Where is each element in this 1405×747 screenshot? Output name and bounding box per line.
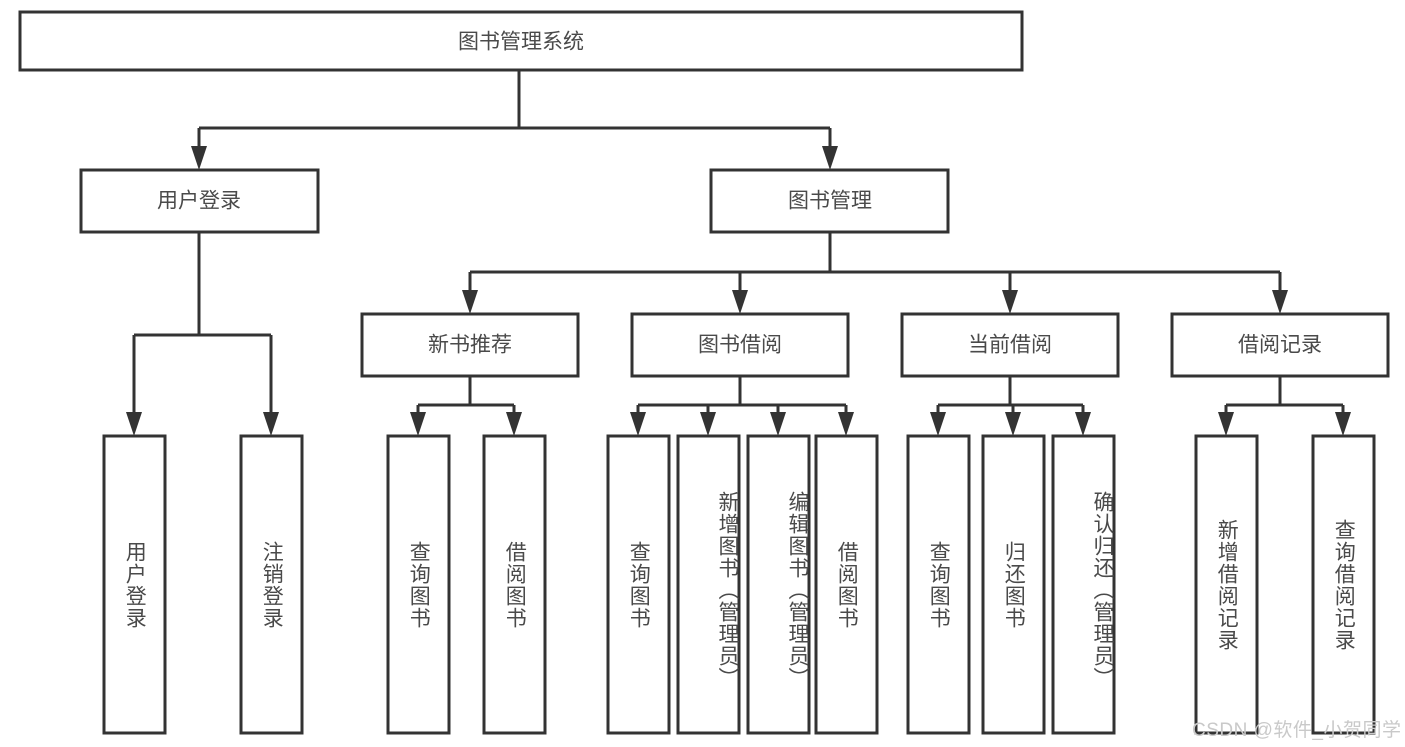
csdn-watermark: CSDN @软件_小贺同学	[1192, 720, 1402, 741]
arrow-head-leaf-edit-book	[770, 412, 786, 436]
node-book-borrow[interactable]	[630, 312, 850, 378]
connector-layer	[126, 70, 1351, 436]
node-new-book-recommend[interactable]	[360, 312, 580, 378]
arrow-head-book-management	[822, 146, 838, 170]
node-leaf-logout-login[interactable]	[239, 434, 304, 735]
node-current-borrow[interactable]	[900, 312, 1120, 378]
arrow-head-leaf-query-book-1	[410, 412, 426, 436]
arrow-head-leaf-query-borrow-record	[1335, 412, 1351, 436]
node-leaf-confirm-return[interactable]	[1051, 434, 1116, 735]
arrow-head-leaf-borrow-book-1	[506, 412, 522, 436]
node-book-borrow-label: 图书借阅	[698, 334, 782, 357]
node-leaf-query-book-1[interactable]	[386, 434, 451, 735]
arrow-head-leaf-query-book-2	[630, 412, 646, 436]
node-root[interactable]	[18, 10, 1024, 72]
arrow-head-new-book-recommend	[462, 290, 478, 314]
arrow-head-leaf-logout-login	[263, 412, 279, 436]
node-leaf-add-borrow-record[interactable]	[1194, 434, 1259, 735]
node-leaf-borrow-book-2[interactable]	[814, 434, 879, 735]
arrow-head-user-login	[191, 146, 207, 170]
node-leaf-edit-book[interactable]	[746, 434, 811, 735]
node-borrow-record-label: 借阅记录	[1238, 334, 1322, 357]
node-user-login[interactable]	[79, 168, 320, 234]
arrow-head-current-borrow	[1002, 290, 1018, 314]
node-leaf-user-login[interactable]	[102, 434, 167, 735]
node-leaf-add-book[interactable]	[676, 434, 741, 735]
node-leaf-query-borrow-record[interactable]	[1311, 434, 1376, 735]
arrow-head-leaf-add-book	[700, 412, 716, 436]
node-leaf-query-book-2[interactable]	[606, 434, 671, 735]
node-book-management-label: 图书管理	[788, 190, 872, 213]
node-borrow-record[interactable]	[1170, 312, 1390, 378]
node-user-login-label: 用户登录	[157, 190, 241, 213]
node-current-borrow-label: 当前借阅	[968, 334, 1052, 357]
node-book-management[interactable]	[709, 168, 950, 234]
arrow-head-leaf-add-borrow-record	[1218, 412, 1234, 436]
arrow-head-leaf-borrow-book-2	[838, 412, 854, 436]
node-new-book-recommend-label: 新书推荐	[428, 334, 512, 357]
arrow-head-leaf-query-book-3	[930, 412, 946, 436]
arrow-head-borrow-record	[1272, 290, 1288, 314]
node-layer: 图书管理系统 用户登录 图书管理 新书推荐 图书借阅 当前借阅 借阅记录	[18, 10, 1390, 735]
node-leaf-query-book-3[interactable]	[906, 434, 971, 735]
node-leaf-borrow-book-1[interactable]	[482, 434, 547, 735]
node-leaf-return-book[interactable]	[981, 434, 1046, 735]
node-root-label: 图书管理系统	[458, 31, 584, 54]
arrow-head-leaf-return-book	[1005, 412, 1021, 436]
arrow-head-book-borrow	[732, 290, 748, 314]
arrow-head-leaf-confirm-return	[1075, 412, 1091, 436]
arrow-head-leaf-user-login	[126, 412, 142, 436]
